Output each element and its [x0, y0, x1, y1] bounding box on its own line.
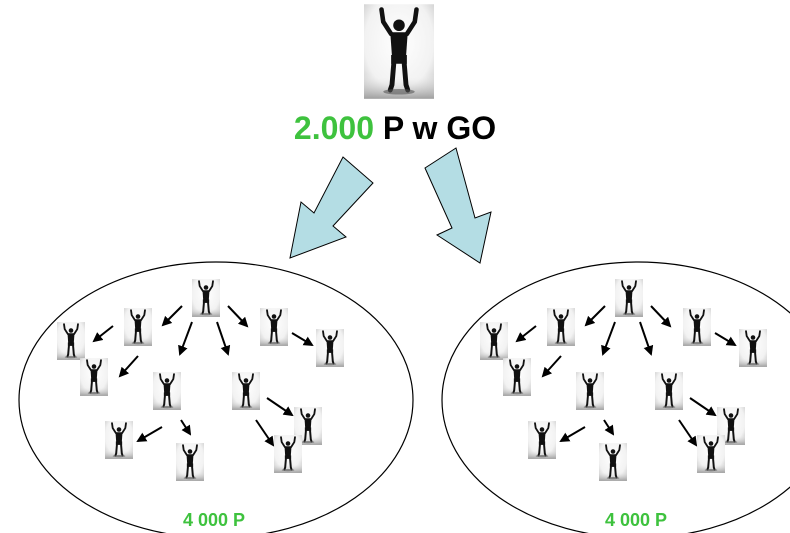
person-icon [316, 328, 344, 368]
small-arrow-icon [559, 426, 586, 443]
cluster-people [480, 278, 767, 482]
cluster-right-label: 4 000 P [604, 510, 668, 530]
person-icon [80, 357, 108, 397]
person-icon [576, 371, 604, 411]
small-arrow-icon [161, 305, 183, 327]
person-icon [57, 321, 85, 361]
cluster-ellipse [441, 261, 790, 533]
person-icon [503, 357, 531, 397]
person-icon [528, 420, 556, 460]
small-arrow-icon [227, 305, 249, 328]
headline: 2.000 P w GO [0, 108, 790, 148]
small-arrow-icon [266, 397, 294, 417]
person-icon [615, 278, 643, 318]
small-arrow-icon [584, 305, 606, 327]
small-arrow-icon [178, 321, 193, 356]
cluster-arrows [515, 305, 737, 447]
person-icon [260, 307, 288, 347]
cluster-right [441, 261, 790, 533]
cluster-arrows [92, 305, 314, 447]
small-arrow-icon [180, 419, 192, 436]
cluster-left-label: 4 000 P [182, 510, 246, 530]
person-icon [739, 328, 767, 368]
person-icon [176, 442, 204, 482]
cluster-left [18, 261, 414, 533]
cluster-ellipse [18, 261, 414, 533]
person-icon [655, 371, 683, 411]
small-arrow-icon [678, 419, 698, 447]
person-icon [153, 371, 181, 411]
person-icon [192, 278, 220, 318]
small-arrow-icon [603, 419, 615, 436]
small-arrow-icon [118, 355, 139, 378]
small-arrow-icon [216, 321, 231, 356]
small-arrow-icon [92, 325, 114, 343]
small-arrow-icon [601, 321, 616, 356]
small-arrow-icon [541, 355, 562, 378]
small-arrow-icon [291, 332, 314, 347]
person-icon [599, 442, 627, 482]
small-arrow-icon [714, 332, 737, 347]
small-arrow-icon [639, 321, 654, 356]
small-arrow-icon [136, 426, 163, 443]
small-arrow-icon [650, 305, 672, 328]
person-icon [274, 434, 302, 474]
person-icon [124, 307, 152, 347]
person-icon [232, 371, 260, 411]
cluster-people [57, 278, 344, 482]
headline-rest: P w GO [373, 110, 497, 146]
small-arrow-icon [255, 419, 275, 447]
person-icon [697, 434, 725, 474]
small-arrow-icon [689, 397, 717, 417]
small-arrow-icon [515, 325, 537, 343]
big-arrow-left-icon [289, 156, 374, 259]
top-person-icon [364, 4, 434, 99]
headline-number: 2.000 [293, 110, 374, 146]
person-icon [547, 307, 575, 347]
person-icon [683, 307, 711, 347]
person-icon [105, 420, 133, 460]
person-icon [480, 321, 508, 361]
big-arrow-right-icon [424, 147, 492, 264]
